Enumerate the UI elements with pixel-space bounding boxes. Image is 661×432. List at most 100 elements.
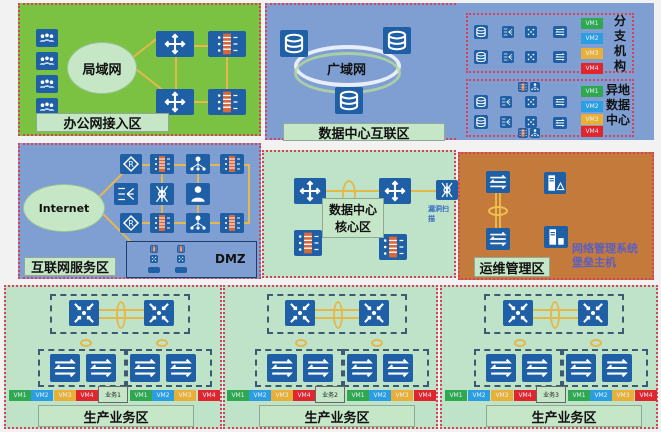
vm-badge: VM4: [581, 63, 603, 74]
link: [248, 164, 250, 222]
vm-badge: VM3: [174, 390, 196, 401]
business-label: 业务2: [315, 386, 345, 403]
link: [175, 45, 215, 47]
internet-zone: Internet DMZ 互联网服务区: [18, 143, 261, 279]
vm-badge: VM1: [445, 390, 467, 401]
scanner-label: 漏洞扫描: [428, 205, 449, 223]
users-icon: [36, 29, 58, 47]
dots-icon: [525, 116, 537, 128]
link-aggregation-icon: [550, 301, 560, 329]
core-switch-icon: [144, 300, 174, 326]
ops-zone: 运维管理区 网络管理系统 堡垒主机: [458, 152, 654, 280]
core-switch-group: [484, 294, 624, 334]
dci-zone-label: 数据中心互联区: [283, 123, 445, 142]
vm-badge: VM3: [391, 390, 413, 401]
internet-cloud: Internet: [24, 185, 104, 231]
tree-icon: [530, 82, 540, 92]
wan-router-icon: [474, 115, 488, 129]
ops-zone-label: 运维管理区: [474, 257, 550, 277]
wan-router-icon: [474, 25, 488, 39]
dots-icon: [150, 255, 158, 263]
link: [226, 45, 228, 101]
access-switch-icon: [602, 354, 632, 382]
nms-server-icon: [544, 172, 566, 194]
remote-dc-zone: VM1 VM2 VM3 VM4 异地数据中心: [466, 79, 634, 138]
access-switch-group: [562, 349, 648, 387]
access-switch-icon: [267, 354, 297, 382]
ids-icon: [150, 183, 174, 205]
link-aggregation-icon: [333, 301, 343, 329]
vm-badge: VM1: [347, 390, 369, 401]
access-switch-group: [474, 349, 562, 387]
switch-icon: [553, 51, 567, 63]
users-icon: [36, 75, 58, 93]
vm-badge: VM3: [54, 390, 76, 401]
vm-badge: VM2: [31, 390, 53, 401]
access-switch-icon: [303, 354, 333, 382]
lb-icon: [500, 116, 512, 128]
core-router-icon: [294, 178, 326, 204]
access-switch-group: [343, 349, 429, 387]
link-aggregation-icon: [295, 339, 307, 347]
dmz-label: DMZ: [215, 252, 246, 266]
remote-dc-label: 异地数据中心: [605, 83, 630, 127]
firewall-icon: [294, 230, 322, 256]
switch-icon: [486, 228, 510, 250]
firewall-icon: [150, 213, 174, 233]
core-zone: 漏洞扫描 数据中心 核心区: [262, 150, 458, 278]
switch-icon: [553, 117, 567, 129]
core-switch-icon: [359, 300, 389, 326]
firewall-icon: [220, 154, 244, 174]
core-label-line1: 数据中心: [328, 203, 377, 217]
link-aggregation-icon: [488, 206, 508, 216]
router-icon: [156, 89, 194, 115]
vm-badge: VM4: [198, 390, 220, 401]
firewall-icon: [220, 213, 244, 233]
production-zone-3: VM1 VM2 VM3 VM4 业务3 VM1 VM2 VM3 VM4 生产业务…: [440, 285, 658, 429]
dots-icon: [525, 96, 537, 108]
access-switch-group: [38, 349, 126, 387]
bastion-host-icon: [544, 226, 568, 248]
branch-label: 分支机构: [613, 14, 626, 73]
wan-router-icon: [474, 50, 488, 64]
vm-badge: VM4: [514, 390, 536, 401]
link-aggregation-icon: [156, 339, 168, 347]
production-zone-2: VM1 VM2 VM3 VM4 业务2 VM1 VM2 VM3 VM4 生产业务…: [223, 285, 438, 429]
wan-router-icon: [335, 87, 363, 114]
access-switch-icon: [522, 354, 552, 382]
vm-badge: VM4: [581, 126, 603, 137]
vm-badge: VM2: [468, 390, 490, 401]
vm-badge: VM3: [581, 48, 603, 59]
link-aggregation-icon: [514, 339, 526, 347]
core-switch-icon: [578, 300, 608, 326]
vm-badge: VM3: [581, 114, 603, 125]
firewall-icon: [208, 31, 246, 57]
access-switch-icon: [130, 354, 160, 382]
office-zone: 局域网 办公网接入区: [18, 3, 261, 136]
vm-badge: VM1: [130, 390, 152, 401]
router-icon: [156, 31, 194, 57]
firewall-icon: [150, 154, 174, 174]
vm-badge: VM3: [491, 390, 513, 401]
server-rack-icon: [175, 267, 187, 273]
lan-cloud: 局域网: [68, 43, 136, 93]
link-aggregation-icon: [371, 339, 383, 347]
access-switch-icon: [166, 354, 196, 382]
dots-icon: [525, 51, 537, 63]
bastion-label: 堡垒主机: [572, 256, 616, 269]
link: [175, 101, 215, 103]
core-router-icon: [379, 178, 411, 204]
users-icon: [36, 98, 58, 116]
vm-badge: VM3: [612, 390, 634, 401]
lb-icon: [502, 51, 514, 63]
firewall-icon: [150, 245, 158, 253]
wan-router-icon: [383, 27, 411, 54]
wan-label: 广域网: [327, 63, 367, 78]
link-aggregation-icon: [590, 339, 602, 347]
production-zone-1: VM1 VM2 VM3 VM4 业务1 VM1 VM2 VM3 VM4 生产业务…: [4, 285, 222, 429]
tree-icon: [186, 154, 210, 174]
production-zone-label: 生产业务区: [486, 405, 642, 427]
link-aggregation-icon: [80, 339, 92, 347]
production-zone-label: 生产业务区: [38, 405, 194, 427]
